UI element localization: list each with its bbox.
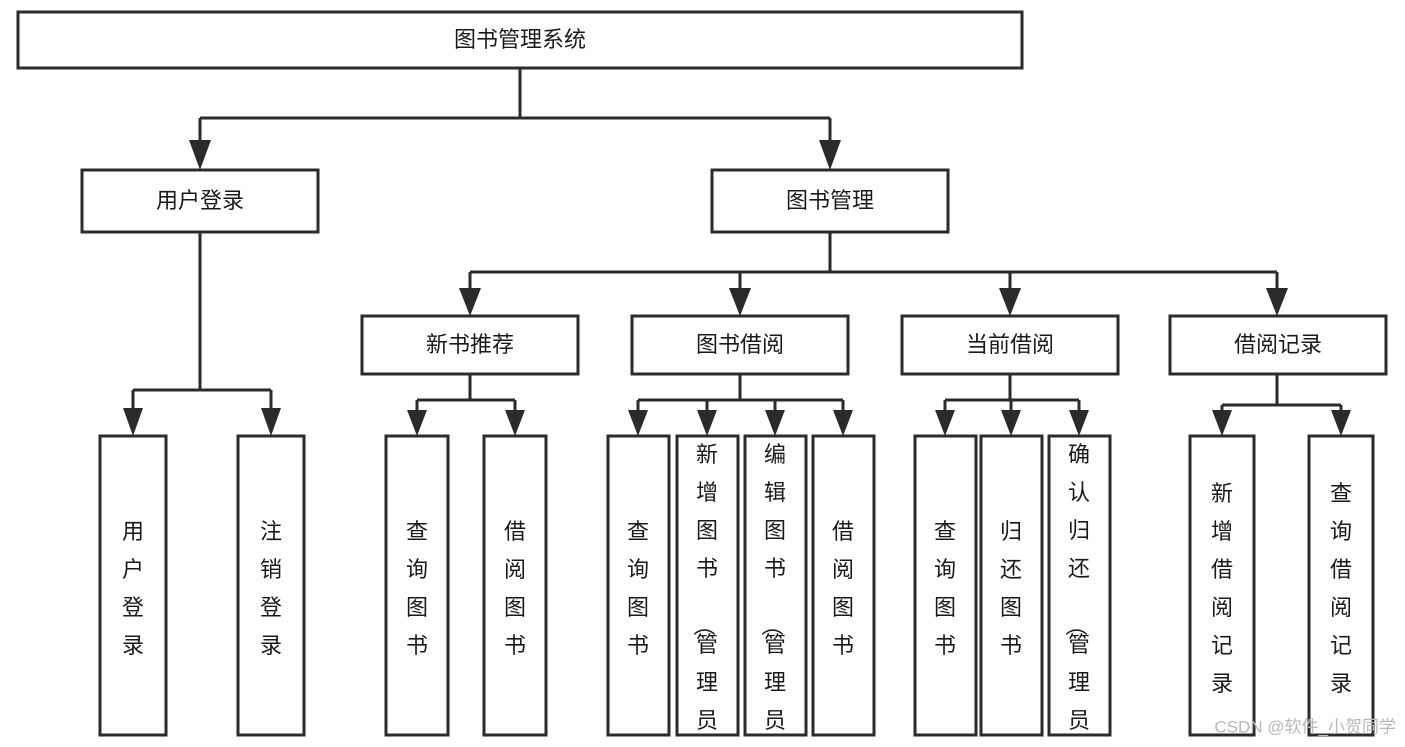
node-new-book-label: 新书推荐 xyxy=(426,332,514,357)
leaf-confirm-return-admin-box[interactable] xyxy=(1047,434,1112,737)
leaf-add-book-admin[interactable]: 新增图书（管理员） xyxy=(675,434,740,747)
leaf-query-book-b-label: 查询图书 xyxy=(627,519,649,658)
leaf-borrow-book-a-label: 借阅图书 xyxy=(504,519,526,658)
leaf-edit-book-admin-box[interactable] xyxy=(743,434,808,737)
arrow-to-current xyxy=(999,288,1021,316)
leaf-query-book-c[interactable]: 查询图书 xyxy=(913,434,978,737)
leaf-query-book-c-box[interactable] xyxy=(913,434,978,737)
leaf-user-login[interactable]: 用户登录 xyxy=(98,434,168,737)
node-borrow-record[interactable]: 借阅记录 xyxy=(1168,314,1388,376)
arrow-to-leaf8 xyxy=(833,410,853,436)
node-borrow-record-box[interactable] xyxy=(1168,314,1388,376)
leaf-confirm-return-admin-label: 确认归还（管理员） xyxy=(1063,442,1090,747)
leaf-logout[interactable]: 注销登录 xyxy=(236,434,306,737)
arrow-to-leaf12 xyxy=(1212,410,1232,436)
arrow-to-newbook xyxy=(459,288,481,316)
node-new-book[interactable]: 新书推荐 xyxy=(360,314,580,376)
leaf-add-borrow-record[interactable]: 新增借阅记录 xyxy=(1188,434,1256,737)
node-book-borrow-box[interactable] xyxy=(630,314,850,376)
leaf-add-borrow-record-box[interactable] xyxy=(1188,434,1256,737)
arrow-to-leaf9 xyxy=(935,410,955,436)
watermark-label: CSDN @软件_小贺同学 xyxy=(1214,717,1396,736)
leaf-query-book-a[interactable]: 查询图书 xyxy=(384,434,450,737)
arrow-to-borrow xyxy=(729,288,751,316)
leaf-add-borrow-record-label: 新增借阅记录 xyxy=(1211,481,1233,696)
arrowhead-layer xyxy=(123,140,1351,436)
node-current-borrow-label: 当前借阅 xyxy=(966,332,1054,357)
node-book-manage-label: 图书管理 xyxy=(786,188,874,213)
leaf-query-book-c-label: 查询图书 xyxy=(934,519,956,658)
leaf-query-borrow-record-box[interactable] xyxy=(1307,434,1375,737)
leaf-query-borrow-record-label: 查询借阅记录 xyxy=(1330,481,1352,696)
leaf-borrow-book-b-label: 借阅图书 xyxy=(832,519,854,658)
leaf-return-book-label: 归还图书 xyxy=(1000,519,1022,658)
leaf-query-book-b-box[interactable] xyxy=(606,434,671,737)
node-new-book-box[interactable] xyxy=(360,314,580,376)
leaf-user-login-box[interactable] xyxy=(98,434,168,737)
node-root[interactable]: 图书管理系统 xyxy=(16,10,1024,70)
leaf-borrow-book-b[interactable]: 借阅图书 xyxy=(811,434,876,737)
leaf-confirm-return-admin[interactable]: 确认归还（管理员） xyxy=(1047,434,1112,747)
leaf-logout-label: 注销登录 xyxy=(260,519,282,658)
node-user-login-box[interactable] xyxy=(80,168,320,234)
node-root-box[interactable] xyxy=(16,10,1024,70)
arrow-to-record xyxy=(1266,288,1288,316)
leaf-borrow-book-b-box[interactable] xyxy=(811,434,876,737)
arrow-to-leaf6 xyxy=(697,410,717,436)
leaf-add-book-admin-box[interactable] xyxy=(675,434,740,737)
leaf-edit-book-admin-label: 编辑图书（管理员） xyxy=(759,442,786,747)
arrow-to-leaf7 xyxy=(765,410,785,436)
node-current-borrow-box[interactable] xyxy=(900,314,1120,376)
node-borrow-record-label: 借阅记录 xyxy=(1234,332,1322,357)
leaf-edit-book-admin[interactable]: 编辑图书（管理员） xyxy=(743,434,808,747)
arrow-to-leaf1 xyxy=(123,408,143,436)
node-user-login[interactable]: 用户登录 xyxy=(80,168,320,234)
leaf-borrow-book-a[interactable]: 借阅图书 xyxy=(482,434,548,737)
leaf-query-book-a-box[interactable] xyxy=(384,434,450,737)
leaf-add-book-admin-label: 新增图书（管理员） xyxy=(691,442,718,747)
leaf-borrow-book-a-box[interactable] xyxy=(482,434,548,737)
arrow-to-book-manage xyxy=(819,140,841,170)
node-book-borrow[interactable]: 图书借阅 xyxy=(630,314,850,376)
arrow-to-leaf11 xyxy=(1069,410,1089,436)
leaf-return-book[interactable]: 归还图书 xyxy=(979,434,1044,737)
arrow-to-leaf2 xyxy=(261,408,281,436)
leaf-return-book-box[interactable] xyxy=(979,434,1044,737)
arrow-to-leaf3 xyxy=(407,410,427,436)
node-user-login-label: 用户登录 xyxy=(156,188,244,213)
node-root-label: 图书管理系统 xyxy=(454,27,586,52)
leaf-query-borrow-record[interactable]: 查询借阅记录 xyxy=(1307,434,1375,737)
leaf-logout-box[interactable] xyxy=(236,434,306,737)
leaf-query-book-a-label: 查询图书 xyxy=(406,519,428,658)
arrow-to-user-login xyxy=(189,140,211,170)
arrow-to-leaf13 xyxy=(1331,410,1351,436)
node-book-manage-box[interactable] xyxy=(710,168,950,234)
leaf-query-book-b[interactable]: 查询图书 xyxy=(606,434,671,737)
node-current-borrow[interactable]: 当前借阅 xyxy=(900,314,1120,376)
arrow-to-leaf4 xyxy=(505,410,525,436)
leaf-user-login-label: 用户登录 xyxy=(122,519,144,658)
node-book-borrow-label: 图书借阅 xyxy=(696,332,784,357)
node-book-manage[interactable]: 图书管理 xyxy=(710,168,950,234)
arrow-to-leaf5 xyxy=(628,410,648,436)
arrow-to-leaf10 xyxy=(1001,410,1021,436)
